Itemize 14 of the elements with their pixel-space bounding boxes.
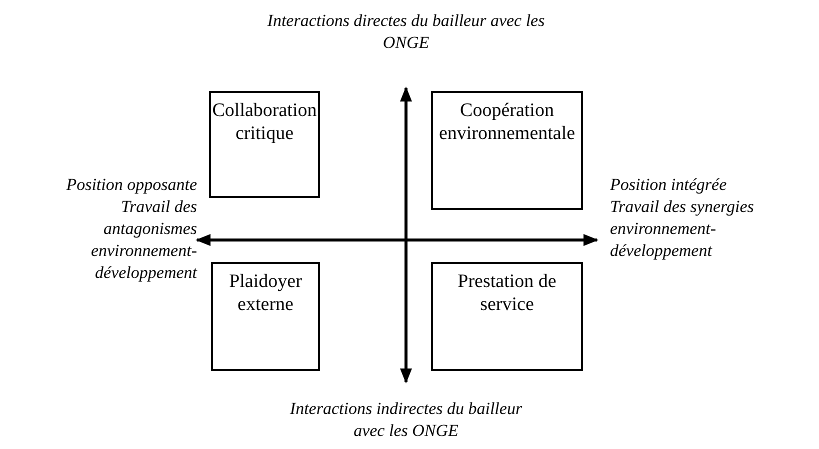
axis-label: Position opposante bbox=[65, 174, 197, 196]
quadrant-box bbox=[431, 91, 583, 210]
quadrant-box bbox=[211, 262, 320, 371]
quadrant-box bbox=[209, 91, 320, 198]
axis-label: Interactions indirectes du bailleur avec les ONGE bbox=[288, 398, 524, 442]
axis-label: Travail des antagonismes environnement-développement bbox=[90, 196, 197, 284]
quadrant-box bbox=[431, 262, 583, 371]
axis-label: Interactions directes du bailleur avec les ONGE bbox=[266, 10, 546, 54]
axis-label: Travail des synergies environnement-développement bbox=[610, 196, 755, 262]
quadrant-title: Coopération environnementale bbox=[438, 99, 576, 145]
axis-label: Position intégrée bbox=[610, 174, 728, 196]
quadrant-title: Collaboration critique bbox=[211, 99, 318, 145]
quadrant-title: Prestation de service bbox=[456, 270, 558, 316]
quadrant-title: Plaidoyer externe bbox=[228, 270, 303, 316]
